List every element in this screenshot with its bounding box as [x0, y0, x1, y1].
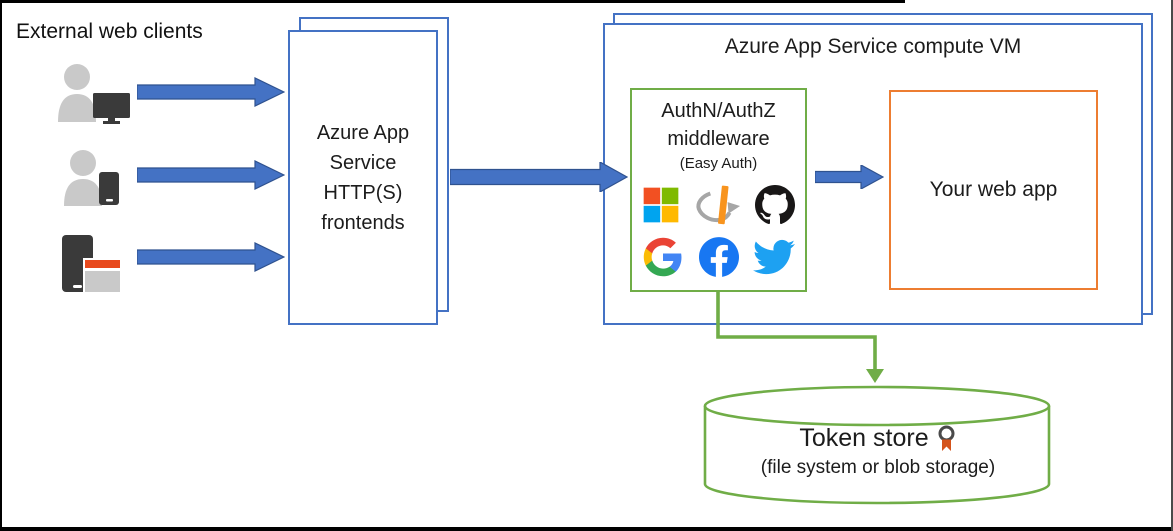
- person-phone-icon: [64, 150, 119, 206]
- twitter-icon: [753, 236, 795, 278]
- frontends-label-line4: frontends: [321, 211, 405, 234]
- arrow-frontends-to-middleware: [450, 162, 628, 192]
- microsoft-icon: [642, 186, 680, 224]
- arrow-middleware-to-webapp: [815, 165, 884, 189]
- web-app-box: Your web app: [889, 90, 1098, 290]
- token-store-cylinder: [703, 385, 1051, 505]
- github-icon: [755, 185, 795, 225]
- person-desktop-icon: [58, 64, 130, 124]
- frontends-label-line2: Service: [329, 151, 397, 174]
- middleware-subtitle: (Easy Auth): [679, 155, 758, 172]
- middleware-title-line2: middleware: [667, 128, 770, 150]
- token-store-label: Token store (file system or blob storage…: [703, 424, 1053, 479]
- arrow-client1-to-frontends: [137, 77, 285, 107]
- web-app-label: Your web app: [929, 178, 1058, 201]
- frame-border-top: [0, 0, 905, 3]
- provider-icons-row1: [632, 182, 805, 228]
- device-browser-icon: [62, 235, 122, 294]
- frontends-box: Azure App Service HTTP(S) frontends: [288, 30, 438, 325]
- connector-middleware-to-token-store: [716, 291, 884, 383]
- frame-border-bottom: [0, 527, 1173, 531]
- token-store-subtitle: (file system or blob storage): [760, 457, 996, 478]
- frontends-label-line3: HTTP(S): [323, 181, 403, 204]
- middleware-title-line1: AuthN/AuthZ: [661, 100, 776, 122]
- compute-vm-title: Azure App Service compute VM: [724, 35, 1022, 58]
- middleware-box: AuthN/AuthZ middleware (Easy Auth): [630, 88, 807, 292]
- facebook-icon: [698, 237, 739, 277]
- frontends-label-line1: Azure App: [316, 121, 410, 144]
- frame-border-right: [1171, 0, 1173, 531]
- token-badge-icon: [936, 425, 957, 453]
- google-icon: [642, 236, 684, 278]
- openid-connect-icon: [695, 182, 741, 228]
- provider-icons-row2: [632, 236, 805, 278]
- arrow-client2-to-frontends: [137, 160, 285, 190]
- arrow-client3-to-frontends: [137, 242, 285, 272]
- frame-border-left: [0, 0, 2, 531]
- external-clients-heading: External web clients: [16, 20, 203, 43]
- token-store-title: Token store: [799, 424, 929, 452]
